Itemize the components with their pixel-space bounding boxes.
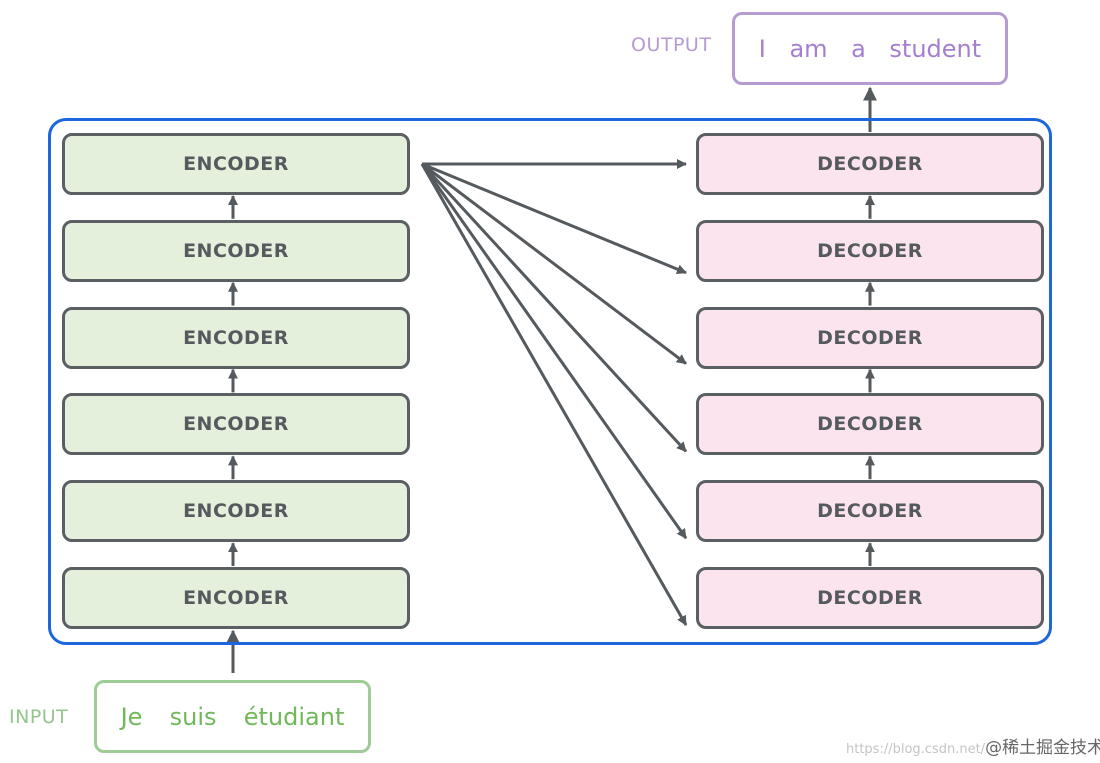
- decoder-block: DECODER: [696, 306, 1044, 369]
- encoder-block: ENCODER: [62, 306, 410, 369]
- output-token: student: [889, 34, 982, 63]
- input-token: étudiant: [243, 702, 345, 731]
- input-token: suis: [169, 702, 217, 731]
- watermark-url: https://blog.csdn.net/: [846, 742, 986, 757]
- output-token: am: [789, 34, 828, 63]
- encoder-block: ENCODER: [62, 393, 410, 456]
- watermark-text: @稀土掘金技术社区: [985, 738, 1100, 758]
- output-token: I: [758, 34, 766, 63]
- input-token: Je: [120, 702, 143, 731]
- input-box: Je suis étudiant: [94, 680, 371, 753]
- encoder-decoder-arrow: [420, 163, 688, 540]
- transformer-frame: [48, 118, 1052, 645]
- encoder-block: ENCODER: [62, 133, 410, 195]
- encoder-decoder-arrow: [421, 162, 687, 365]
- input-label: INPUT: [9, 706, 69, 728]
- decoder-block: DECODER: [696, 393, 1044, 456]
- encoder-block: ENCODER: [62, 567, 410, 629]
- encoder-decoder-arrow: [421, 162, 687, 275]
- decoder-block: DECODER: [696, 219, 1044, 282]
- output-token: a: [851, 34, 866, 63]
- decoder-block: DECODER: [696, 567, 1044, 629]
- output-label: OUTPUT: [631, 34, 712, 56]
- decoder-block: DECODER: [696, 480, 1044, 543]
- encoder-block: ENCODER: [62, 480, 410, 543]
- decoder-block: DECODER: [696, 133, 1044, 195]
- encoder-decoder-arrow: [420, 163, 688, 626]
- output-box: I am a student: [732, 12, 1008, 85]
- encoder-block: ENCODER: [62, 219, 410, 282]
- watermark: https://blog.csdn.net/@稀土掘金技术社区: [846, 733, 1100, 758]
- encoder-decoder-arrow: [420, 162, 688, 453]
